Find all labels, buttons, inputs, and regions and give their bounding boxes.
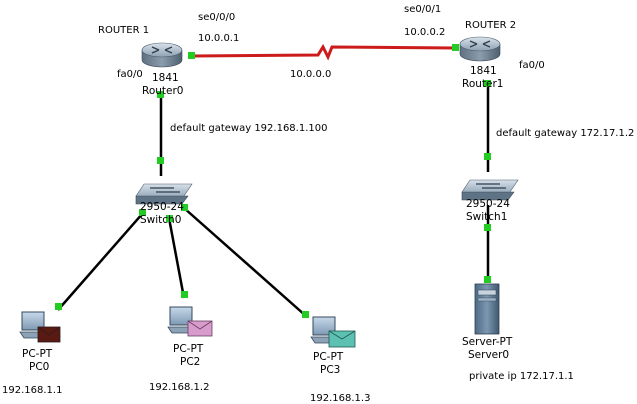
link-light [484, 276, 491, 283]
pc-2-name: PC2 [180, 356, 200, 368]
server-drive-bay [477, 297, 497, 302]
labels: ROUTER 1 se0/0/0 10.0.0.1 fa0/0 1841 Rou… [2, 4, 634, 404]
link-status-lights [55, 44, 491, 318]
server-0-note: private ip 172.17.1.1 [469, 371, 574, 382]
pc-3[interactable] [310, 316, 356, 348]
envelope-icon [328, 330, 356, 348]
pc-3-type: PC-PT [313, 351, 344, 363]
router-1-lan-port: fa0/0 [519, 60, 545, 71]
router-0-wan-port: se0/0/0 [198, 12, 235, 23]
pc-3-ip: 192.168.1.3 [310, 393, 370, 404]
links [57, 43, 490, 317]
pc-2-type: PC-PT [173, 343, 204, 355]
router-top-surface [141, 42, 183, 58]
link-light [484, 153, 491, 160]
pc-0-type: PC-PT [22, 348, 53, 360]
switch-1[interactable] [461, 179, 519, 201]
pc-0-ip: 192.168.1.1 [2, 385, 62, 396]
envelope-icon [37, 326, 61, 343]
router-arrows-icon [151, 46, 173, 54]
switch-icon [461, 179, 519, 193]
router-1-wan-port: se0/0/1 [404, 4, 441, 15]
link-light [157, 157, 164, 164]
envelope-icon [187, 320, 213, 337]
switch-1-gateway-note: default gateway 172.17.1.2 [496, 128, 634, 139]
link-light [139, 209, 146, 216]
server-0-name: Server0 [468, 349, 509, 361]
router-0-name: Router0 [142, 85, 183, 97]
switch-0-name: Switch0 [140, 214, 181, 226]
router-0-title: ROUTER 1 [98, 25, 149, 36]
router-0[interactable] [141, 42, 183, 68]
server-0-type: Server-PT [462, 336, 513, 348]
router-0-wan-ip: 10.0.0.1 [198, 33, 239, 44]
server-0[interactable] [474, 283, 500, 335]
serial-link[interactable] [191, 43, 457, 61]
pc-monitor-icon [312, 316, 336, 336]
switch-1-model: 2950-24 [466, 198, 510, 210]
router-1-model: 1841 [470, 65, 497, 77]
ethernet-link-switch0-pc0[interactable] [57, 212, 144, 311]
link-light [157, 91, 164, 98]
switch-icon [135, 183, 193, 197]
serial-network-address: 10.0.0.0 [290, 69, 331, 80]
switch-0[interactable] [135, 183, 193, 205]
router-1-title: ROUTER 2 [465, 20, 516, 31]
switch-0-model: 2950-24 [140, 201, 184, 213]
link-light [55, 303, 62, 310]
pc-2-ip: 192.168.1.2 [149, 382, 209, 393]
link-light [484, 224, 491, 231]
pc-monitor-icon [169, 306, 193, 326]
router-0-model: 1841 [152, 72, 179, 84]
pc-2[interactable] [167, 306, 213, 337]
link-light [188, 52, 195, 59]
switch-arrows-icon [150, 187, 180, 193]
switch-0-gateway-note: default gateway 192.168.1.100 [170, 123, 327, 134]
router-1[interactable] [459, 36, 501, 62]
link-light [166, 215, 173, 222]
pc-0-name: PC0 [29, 361, 49, 373]
switch-arrows-icon [476, 183, 506, 189]
link-light [181, 204, 188, 211]
router-0-lan-port: fa0/0 [117, 69, 143, 80]
link-light [484, 80, 491, 87]
link-light [302, 311, 309, 318]
pc-3-name: PC3 [320, 364, 340, 376]
switch-1-name: Switch1 [466, 211, 507, 223]
ethernet-link-switch0-pc2[interactable] [167, 217, 186, 299]
router-top-surface [459, 36, 501, 52]
link-light [452, 44, 459, 51]
router-1-wan-ip: 10.0.0.2 [404, 27, 445, 38]
link-light [181, 291, 188, 298]
router-arrows-icon [469, 40, 491, 48]
pc-0[interactable] [19, 311, 61, 343]
pc-monitor-icon [21, 311, 45, 331]
ethernet-link-switch0-pc3[interactable] [183, 207, 307, 317]
router-1-name: Router1 [462, 78, 503, 90]
server-drive-bay [477, 289, 497, 296]
